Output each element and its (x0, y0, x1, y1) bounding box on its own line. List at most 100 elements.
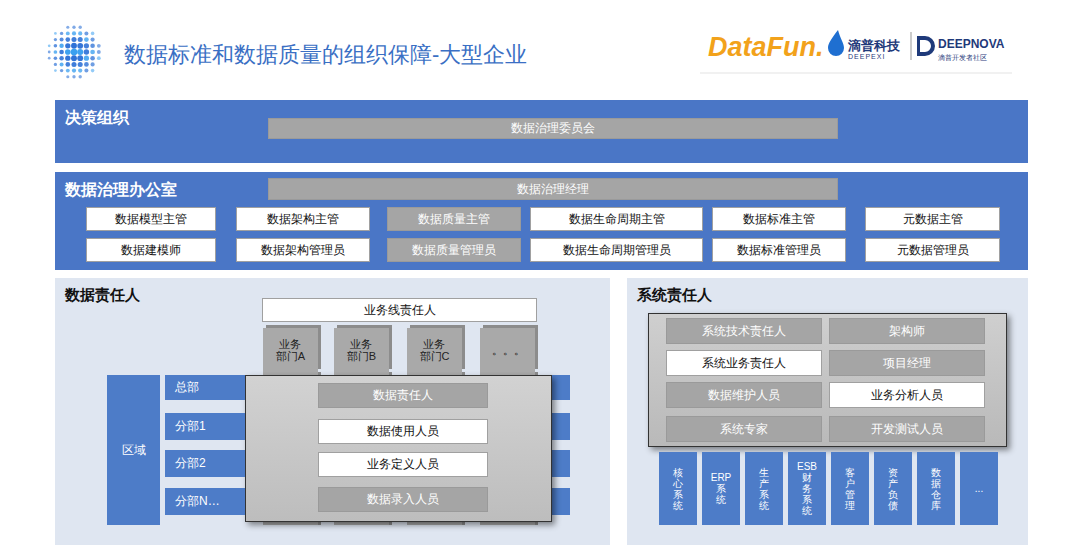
role-box: 数据维护人员 (666, 382, 822, 408)
logo-subtext: DEEPEXI (848, 53, 885, 60)
system-column: 生产系统 (745, 452, 783, 525)
logo-text: DataFun. (708, 32, 824, 63)
node-label: 分部N… (175, 494, 220, 508)
node-label: 系统专家 (720, 422, 768, 436)
logo-dot (91, 38, 95, 42)
branch-bar: 总部 (165, 375, 245, 400)
deepnova-icon (917, 36, 935, 56)
role-box: 开发测试人员 (829, 416, 985, 442)
logo-dot (90, 44, 95, 49)
logo-dot (65, 49, 71, 55)
node-label: 数据使用人员 (367, 424, 439, 438)
office-band: 数据治理办公室数据治理经理数据模型主管数据架构主管数据质量主管数据生命周期主管数… (55, 172, 1028, 270)
logo-dot (65, 62, 70, 67)
drop-icon (828, 30, 844, 56)
role-box: 数据质量管理员 (387, 238, 521, 262)
node-label: 核心系统 (673, 467, 683, 511)
role-box: 数据责任人 (318, 383, 488, 408)
group-heading: 系统责任人 (637, 286, 712, 305)
node-label: 数据质量管理员 (412, 243, 496, 257)
logo-dot-sphere (48, 26, 101, 79)
logo-dot (65, 43, 70, 48)
node-label: 资产负债 (888, 467, 898, 511)
logo-dot (66, 69, 70, 73)
logo-dot (84, 49, 89, 54)
role-box: 系统技术责任人 (666, 318, 822, 344)
logo-dot (65, 56, 70, 61)
logo-dot (71, 43, 77, 49)
logo-dot (97, 50, 101, 54)
role-box: 数据架构主管 (236, 207, 370, 231)
node-label: 业务定义人员 (367, 457, 439, 471)
logo-dot (72, 69, 76, 73)
role-box: 业务分析人员 (829, 382, 985, 408)
logo-dot (84, 43, 89, 48)
logo-dot (71, 62, 76, 67)
role-box: 数据治理经理 (268, 178, 838, 200)
node-label: 区域 (122, 443, 146, 457)
logo-dot (66, 26, 69, 29)
node-label: 数据生命周期主管 (569, 212, 665, 226)
node-label: 数据模型主管 (115, 212, 187, 226)
node-label: 数据录入人员 (367, 492, 439, 506)
branch-bar: 分部2 (165, 450, 245, 477)
node-label: 生产系统 (759, 467, 769, 511)
role-box: 数据建模师 (86, 238, 216, 262)
system-column: 核心系统 (659, 452, 697, 525)
logo-dot (91, 32, 95, 36)
logo-dot (54, 38, 57, 41)
decision-band: 决策组织数据治理委员会 (55, 100, 1028, 163)
branch-bar: 分部1 (165, 413, 245, 440)
logo-dot (84, 37, 89, 42)
logo-dot (60, 69, 63, 72)
logo-dot (91, 62, 95, 66)
node-label: 数据治理经理 (517, 182, 589, 196)
logo-dot (78, 68, 82, 72)
logo-dot (78, 62, 83, 67)
department-box: 。。。 (480, 328, 535, 372)
logo-dot (59, 56, 63, 60)
logo-dot (48, 57, 51, 60)
logo-dot (48, 44, 51, 47)
logo-dot (84, 62, 89, 67)
logo-dot (54, 50, 58, 54)
logo-dot (78, 37, 83, 42)
logo-dot (60, 62, 64, 66)
node-label: 数据维护人员 (708, 388, 780, 402)
system-column: 客户管理 (831, 452, 869, 525)
logo-dot (72, 75, 75, 78)
role-box: 数据治理委员会 (268, 118, 838, 139)
role-box: 系统专家 (666, 416, 822, 442)
role-box: 业务定义人员 (318, 452, 488, 477)
department-box: 业务部门A (263, 328, 318, 372)
node-label: 数据生命周期管理员 (563, 243, 671, 257)
role-box: 数据标准管理员 (712, 238, 846, 262)
role-box: 项目经理 (829, 350, 985, 376)
system-column: 资产负债 (874, 452, 912, 525)
node-label: 数据架构管理员 (261, 243, 345, 257)
system-column: 数据仓库 (917, 452, 955, 525)
logo-dot (59, 50, 64, 55)
logo-text: DEEPNOVA (938, 37, 1004, 51)
logo-dot (72, 26, 75, 29)
node-label: 项目经理 (883, 356, 931, 370)
logo-dot (90, 50, 95, 55)
logo-dot (77, 43, 83, 49)
logo-dot (54, 32, 57, 35)
department-box: 业务部门C (407, 328, 462, 372)
node-label: 数据架构主管 (267, 212, 339, 226)
node-label: 业务部门A (275, 338, 306, 362)
logo-dot (66, 75, 69, 78)
logo-dot (54, 44, 58, 48)
role-box: 数据模型主管 (86, 207, 216, 231)
role-box: 架构师 (829, 318, 985, 344)
node-label: ... (974, 483, 984, 494)
logo-dot (65, 37, 70, 42)
node-label: 总部 (175, 380, 199, 394)
node-label: 。。。 (492, 344, 523, 356)
node-label: 客户管理 (845, 467, 855, 511)
node-label: 架构师 (889, 324, 925, 338)
logo-dot (97, 56, 101, 60)
owner-panel: 数据责任人业务线责任人业务部门A业务部门B业务部门C。。。区域总部分部1分部2分… (55, 278, 610, 545)
logo-dot (71, 49, 78, 56)
